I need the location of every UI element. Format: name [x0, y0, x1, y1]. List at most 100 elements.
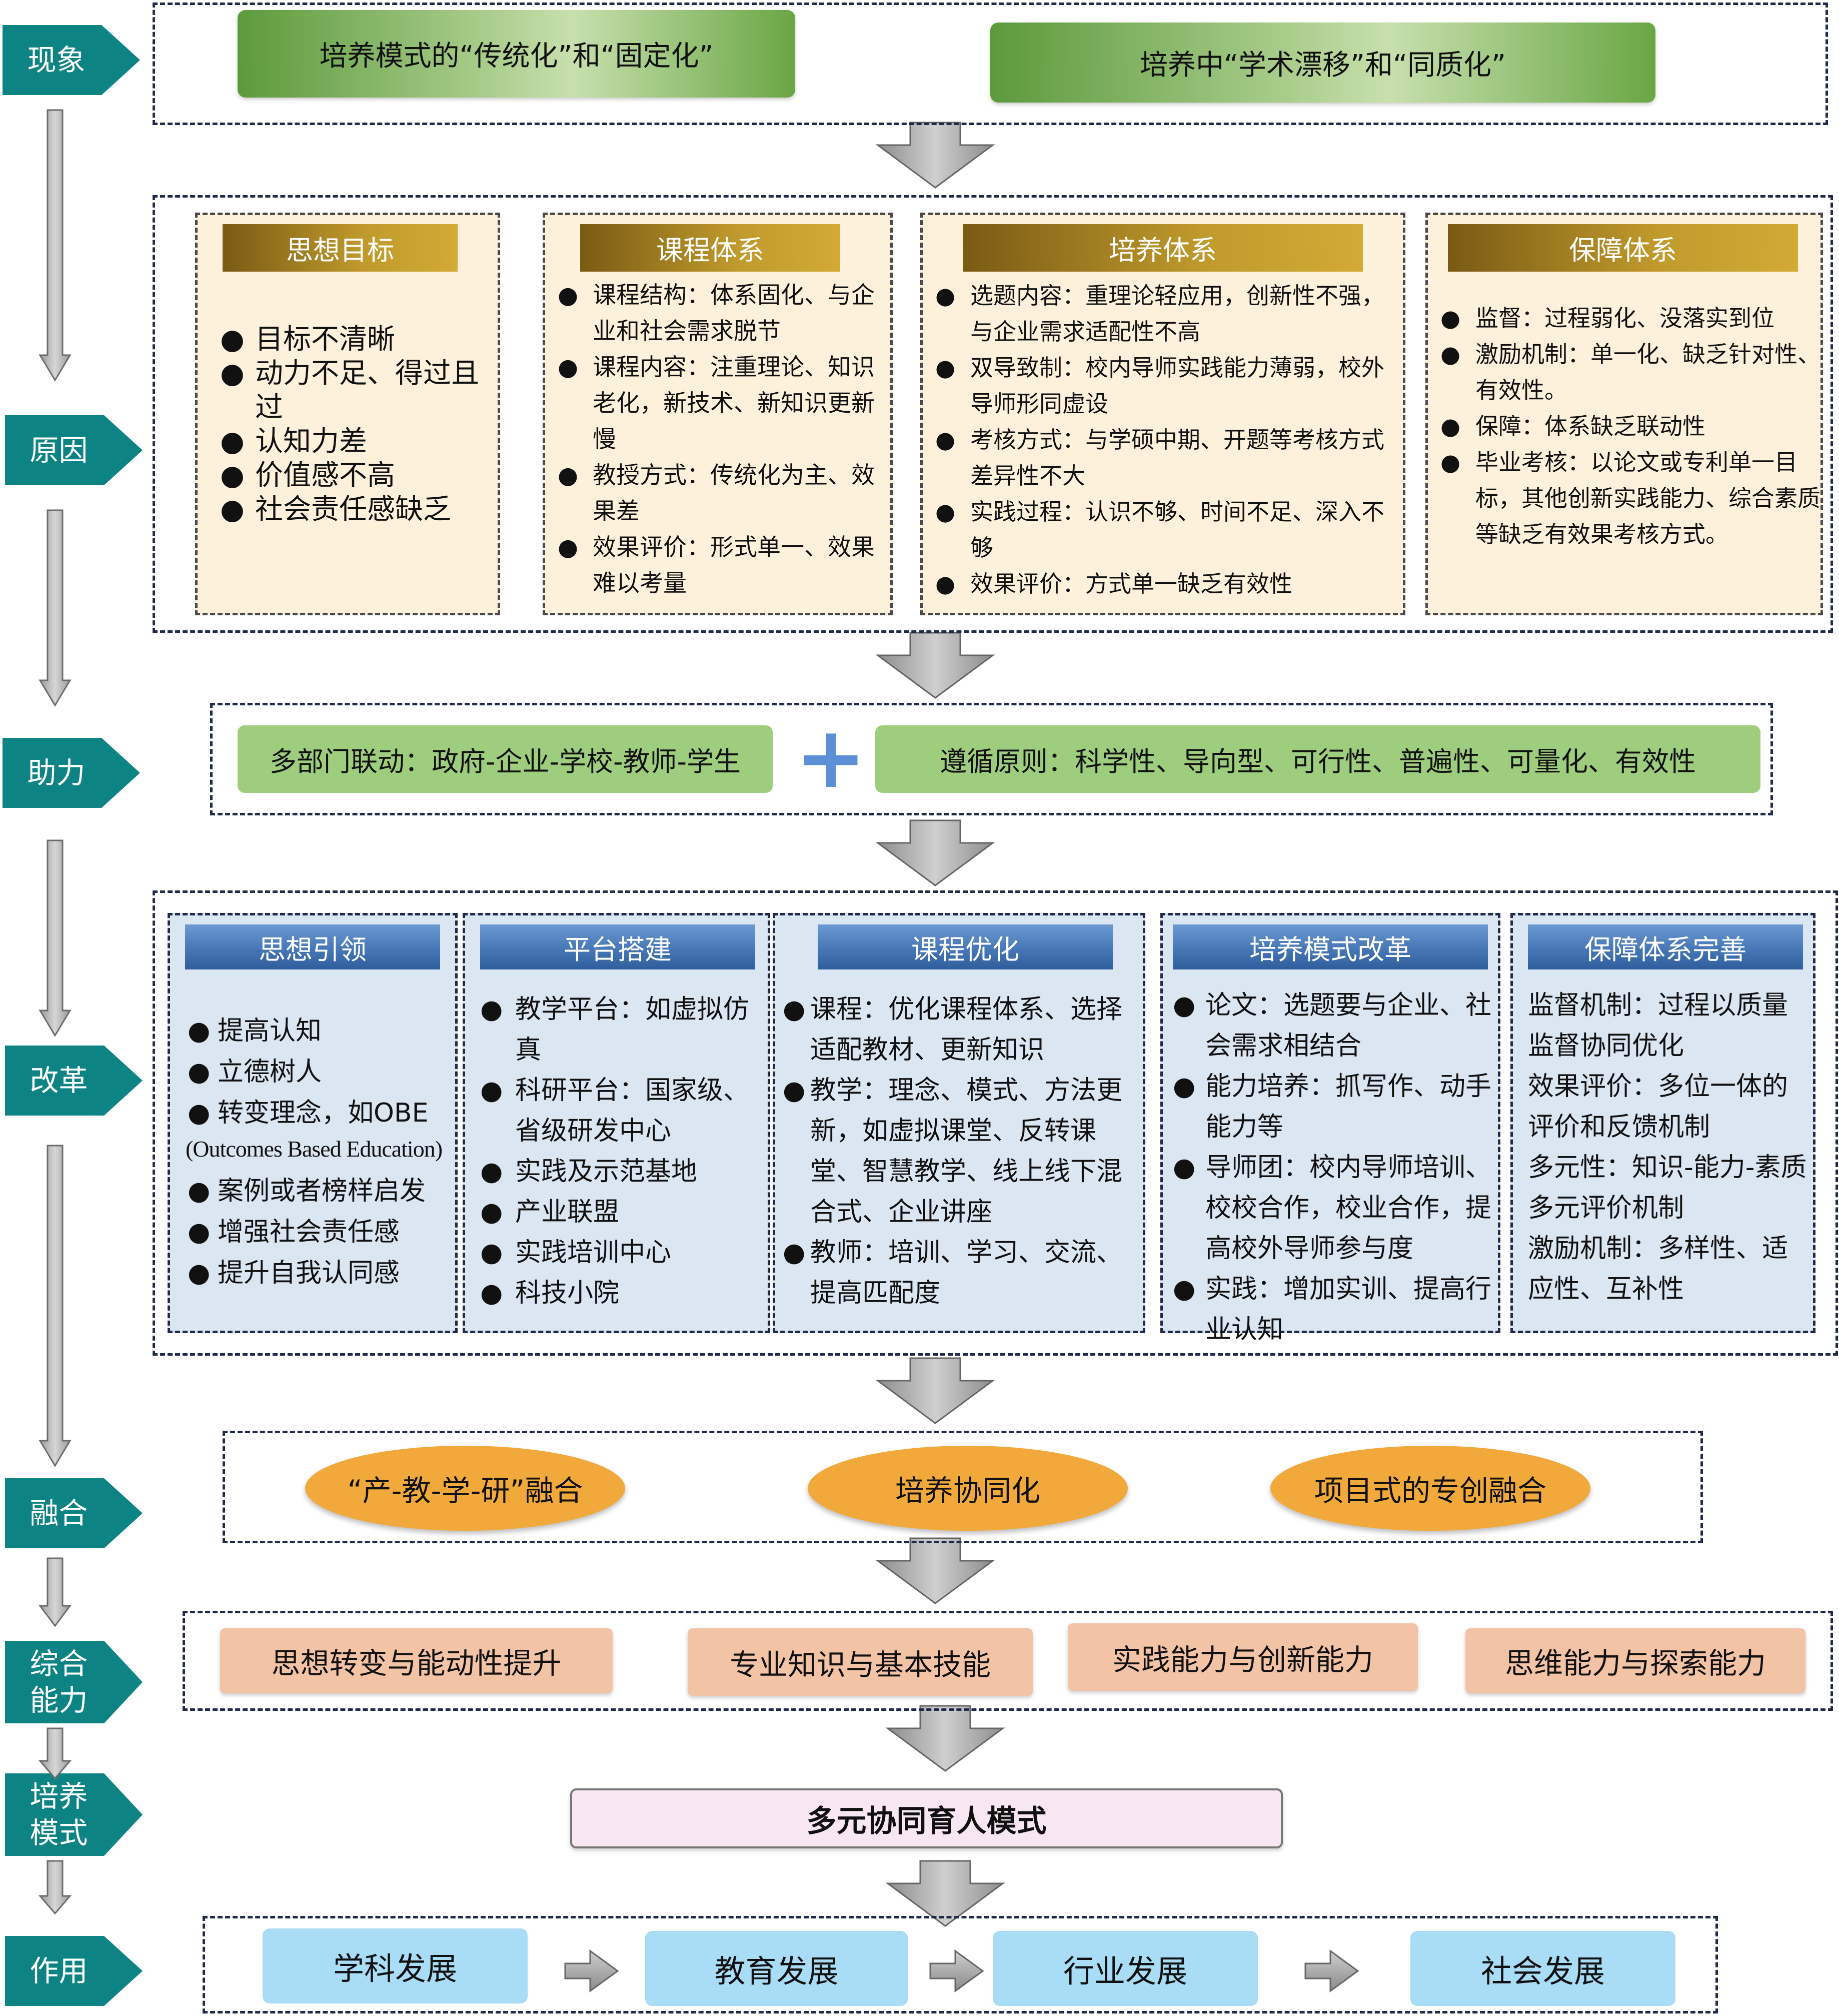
reform-title-guarantee: 保障体系完善	[1528, 924, 1803, 969]
fusion-collaborative-training: 培养协同化	[808, 1446, 1128, 1531]
list-item: 动力不足、得过且过	[220, 357, 480, 425]
reform-list-course: 课程：优化课程体系、选择适配教材、更新知识 教学：理念、模式、方法更新，如虚拟课…	[783, 989, 1143, 1314]
list-item: 目标不清晰	[220, 323, 480, 357]
phenomenon-box-academic-drift: 培养中“学术漂移”和“同质化”	[990, 23, 1655, 103]
reform-panel-platform: 平台搭建 教学平台：如虚拟仿真 科研平台：国家级、省级研发中心 实践及示范基地 …	[463, 913, 770, 1333]
down-arrow-icon	[875, 1357, 995, 1424]
list-item: 提高认知	[188, 1011, 455, 1052]
list-item: 提升自我认同感	[188, 1253, 455, 1294]
center-flow-arrows	[875, 122, 1005, 1927]
list-item: 导师团：校内导师培训、校校合作，校业合作，提高校外导师参与度	[1173, 1148, 1498, 1269]
down-arrow-icon	[885, 1705, 1005, 1772]
list-item: 实践过程：认识不够、时间不足、深入不够	[935, 494, 1398, 566]
reform-list-thought: 提高认知 立德树人 转变理念，如OBE	[188, 1011, 455, 1134]
down-arrow-icon	[885, 1860, 1005, 1927]
cause-list-course: 课程结构：体系固化、与企业和社会需求脱节 课程内容：注重理论、知识老化，新技术、…	[558, 278, 878, 602]
down-arrow-icon	[38, 1860, 72, 1915]
list-item: 实践：增加实训、提高行业认知	[1173, 1269, 1498, 1350]
down-arrow-icon	[39, 509, 72, 707]
list-item: 增强社会责任感	[188, 1212, 455, 1253]
right-arrow-icon	[564, 1949, 619, 1992]
reform-list-guarantee: 监督机制：过程以质量监督协同优化 效果评价：多位一体的评价和反馈机制 多元性：知…	[1528, 985, 1813, 1310]
down-arrow-icon	[39, 839, 72, 1037]
list-item: 科技小院	[480, 1273, 768, 1314]
down-arrow-icon	[875, 1537, 995, 1604]
effect-society: 社会发展	[1410, 1931, 1675, 2006]
down-arrow-icon	[39, 1557, 72, 1627]
stage-label-effect: 作用	[5, 1936, 143, 2006]
reform-panel-guarantee: 保障体系完善 监督机制：过程以质量监督协同优化 效果评价：多位一体的评价和反馈机…	[1510, 913, 1815, 1333]
reform-panel-course: 课程优化 课程：优化课程体系、选择适配教材、更新知识 教学：理念、模式、方法更新…	[773, 913, 1145, 1333]
list-item: 效果评价：多位一体的评价和反馈机制	[1528, 1072, 1788, 1142]
reform-list-platform: 教学平台：如虚拟仿真 科研平台：国家级、省级研发中心 实践及示范基地 产业联盟 …	[480, 989, 768, 1314]
support-principles: 遵循原则：科学性、导向型、可行性、普遍性、可量化、有效性	[875, 725, 1760, 793]
ability-thought-change: 思想转变与能动性提升	[220, 1628, 613, 1693]
reform-title-training-mode: 培养模式改革	[1173, 924, 1488, 969]
list-item: 价值感不高	[220, 459, 480, 493]
cause-title-training: 培养体系	[963, 224, 1363, 272]
stage-label-phenomenon: 现象	[3, 25, 140, 95]
down-arrow-icon	[39, 109, 72, 382]
list-item: 能力培养：抓写作、动手能力等	[1173, 1067, 1498, 1148]
list-item: 案例或者榜样启发	[188, 1171, 455, 1212]
down-arrow-icon	[875, 632, 995, 699]
down-arrow-icon	[875, 122, 995, 189]
reform-title-thought: 思想引领	[185, 924, 440, 969]
fusion-frame	[223, 1431, 1703, 1543]
list-item: 教学：理念、模式、方法更新，如虚拟课堂、反转课堂、智慧教学、线上线下混合式、企业…	[783, 1071, 1143, 1233]
list-item: 论文：选题要与企业、社会需求相结合	[1173, 985, 1498, 1067]
reform-title-course: 课程优化	[818, 924, 1113, 969]
reform-frame	[153, 890, 1838, 1356]
fusion-industry-education: “产-教-学-研”融合	[305, 1446, 625, 1531]
list-item: 双导致制：校内导师实践能力薄弱，校外导师形同虚设	[935, 350, 1398, 422]
fusion-project-innovation: 项目式的专创融合	[1270, 1446, 1590, 1531]
list-item: 选题内容：重理论轻应用，创新性不强，与企业需求适配性不高	[935, 278, 1398, 350]
cause-list-thought: 目标不清晰 动力不足、得过且过 认知力差 价值感不高 社会责任感缺乏	[220, 323, 480, 527]
list-item: 课程：优化课程体系、选择适配教材、更新知识	[783, 989, 1143, 1071]
list-item: 科研平台：国家级、省级研发中心	[480, 1071, 768, 1152]
ability-practice-innovation: 实践能力与创新能力	[1068, 1623, 1418, 1691]
reform-list-thought-cont: 案例或者榜样启发 增强社会责任感 提升自我认同感	[188, 1171, 455, 1294]
cause-list-guarantee: 监督：过程弱化、没落实到位 激励机制：单一化、缺乏针对性、有效性。 保障：体系缺…	[1440, 300, 1820, 552]
support-frame	[210, 703, 1773, 815]
down-arrow-icon	[39, 1145, 72, 1467]
left-flow-arrows	[38, 109, 72, 1915]
list-item: 教授方式：传统化为主、效果差	[558, 458, 878, 530]
cause-title-guarantee: 保障体系	[1448, 224, 1798, 272]
cause-panel-guarantee: 保障体系 监督：过程弱化、没落实到位 激励机制：单一化、缺乏针对性、有效性。 保…	[1425, 213, 1823, 615]
cause-title-course: 课程体系	[580, 224, 840, 272]
reform-panel-training-mode: 培养模式改革 论文：选题要与企业、社会需求相结合 能力培养：抓写作、动手能力等 …	[1160, 913, 1500, 1345]
reform-title-platform: 平台搭建	[480, 924, 755, 969]
phenomenon-frame	[153, 3, 1828, 125]
list-item: 社会责任感缺乏	[220, 493, 480, 527]
effect-education: 教育发展	[645, 1931, 908, 2006]
list-item: 效果评价：方式单一缺乏有效性	[935, 566, 1398, 602]
right-arrow-icon	[929, 1949, 984, 1992]
list-item: 监督：过程弱化、没落实到位	[1440, 300, 1820, 336]
support-multi-department: 多部门联动：政府-企业-学校-教师-学生	[238, 725, 773, 793]
cause-title-thought: 思想目标	[223, 224, 458, 272]
effect-frame	[203, 1916, 1718, 2013]
list-item: 认知力差	[220, 425, 480, 459]
effect-industry: 行业发展	[993, 1931, 1258, 2006]
list-item: 立德树人	[188, 1052, 455, 1093]
list-item: 激励机制：多样性、适应性、互补性	[1528, 1234, 1788, 1304]
phenomenon-box-traditional: 培养模式的“传统化”和“固定化”	[238, 10, 795, 98]
list-item: 教学平台：如虚拟仿真	[480, 989, 768, 1071]
list-item: 多元性：知识-能力-素质多元评价机制	[1528, 1153, 1807, 1223]
plus-icon: +	[795, 708, 867, 807]
down-arrow-icon	[875, 819, 995, 886]
list-item: 激励机制：单一化、缺乏针对性、有效性。	[1440, 336, 1820, 408]
cause-panel-course: 课程体系 课程结构：体系固化、与企业和社会需求脱节 课程内容：注重理论、知识老化…	[543, 213, 893, 615]
causes-frame	[153, 195, 1833, 633]
list-item: 转变理念，如OBE	[188, 1093, 455, 1134]
list-item: 产业联盟	[480, 1192, 768, 1233]
reform-list-training-mode: 论文：选题要与企业、社会需求相结合 能力培养：抓写作、动手能力等 导师团：校内导…	[1173, 985, 1498, 1350]
down-arrow-icon	[38, 1727, 72, 1780]
list-item: 考核方式：与学硕中期、开题等考核方式差异性不大	[935, 422, 1398, 494]
list-item: 毕业考核：以论文或专利单一目标，其他创新实践能力、综合素质等缺乏有效果考核方式。	[1440, 444, 1820, 552]
cause-panel-training: 培养体系 选题内容：重理论轻应用，创新性不强，与企业需求适配性不高 双导致制：校…	[920, 213, 1405, 615]
training-mode-box: 多元协同育人模式	[570, 1788, 1283, 1848]
stage-label-mode: 培养 模式	[5, 1773, 143, 1856]
list-item: 教师：培训、学习、交流、提高匹配度	[783, 1233, 1143, 1314]
